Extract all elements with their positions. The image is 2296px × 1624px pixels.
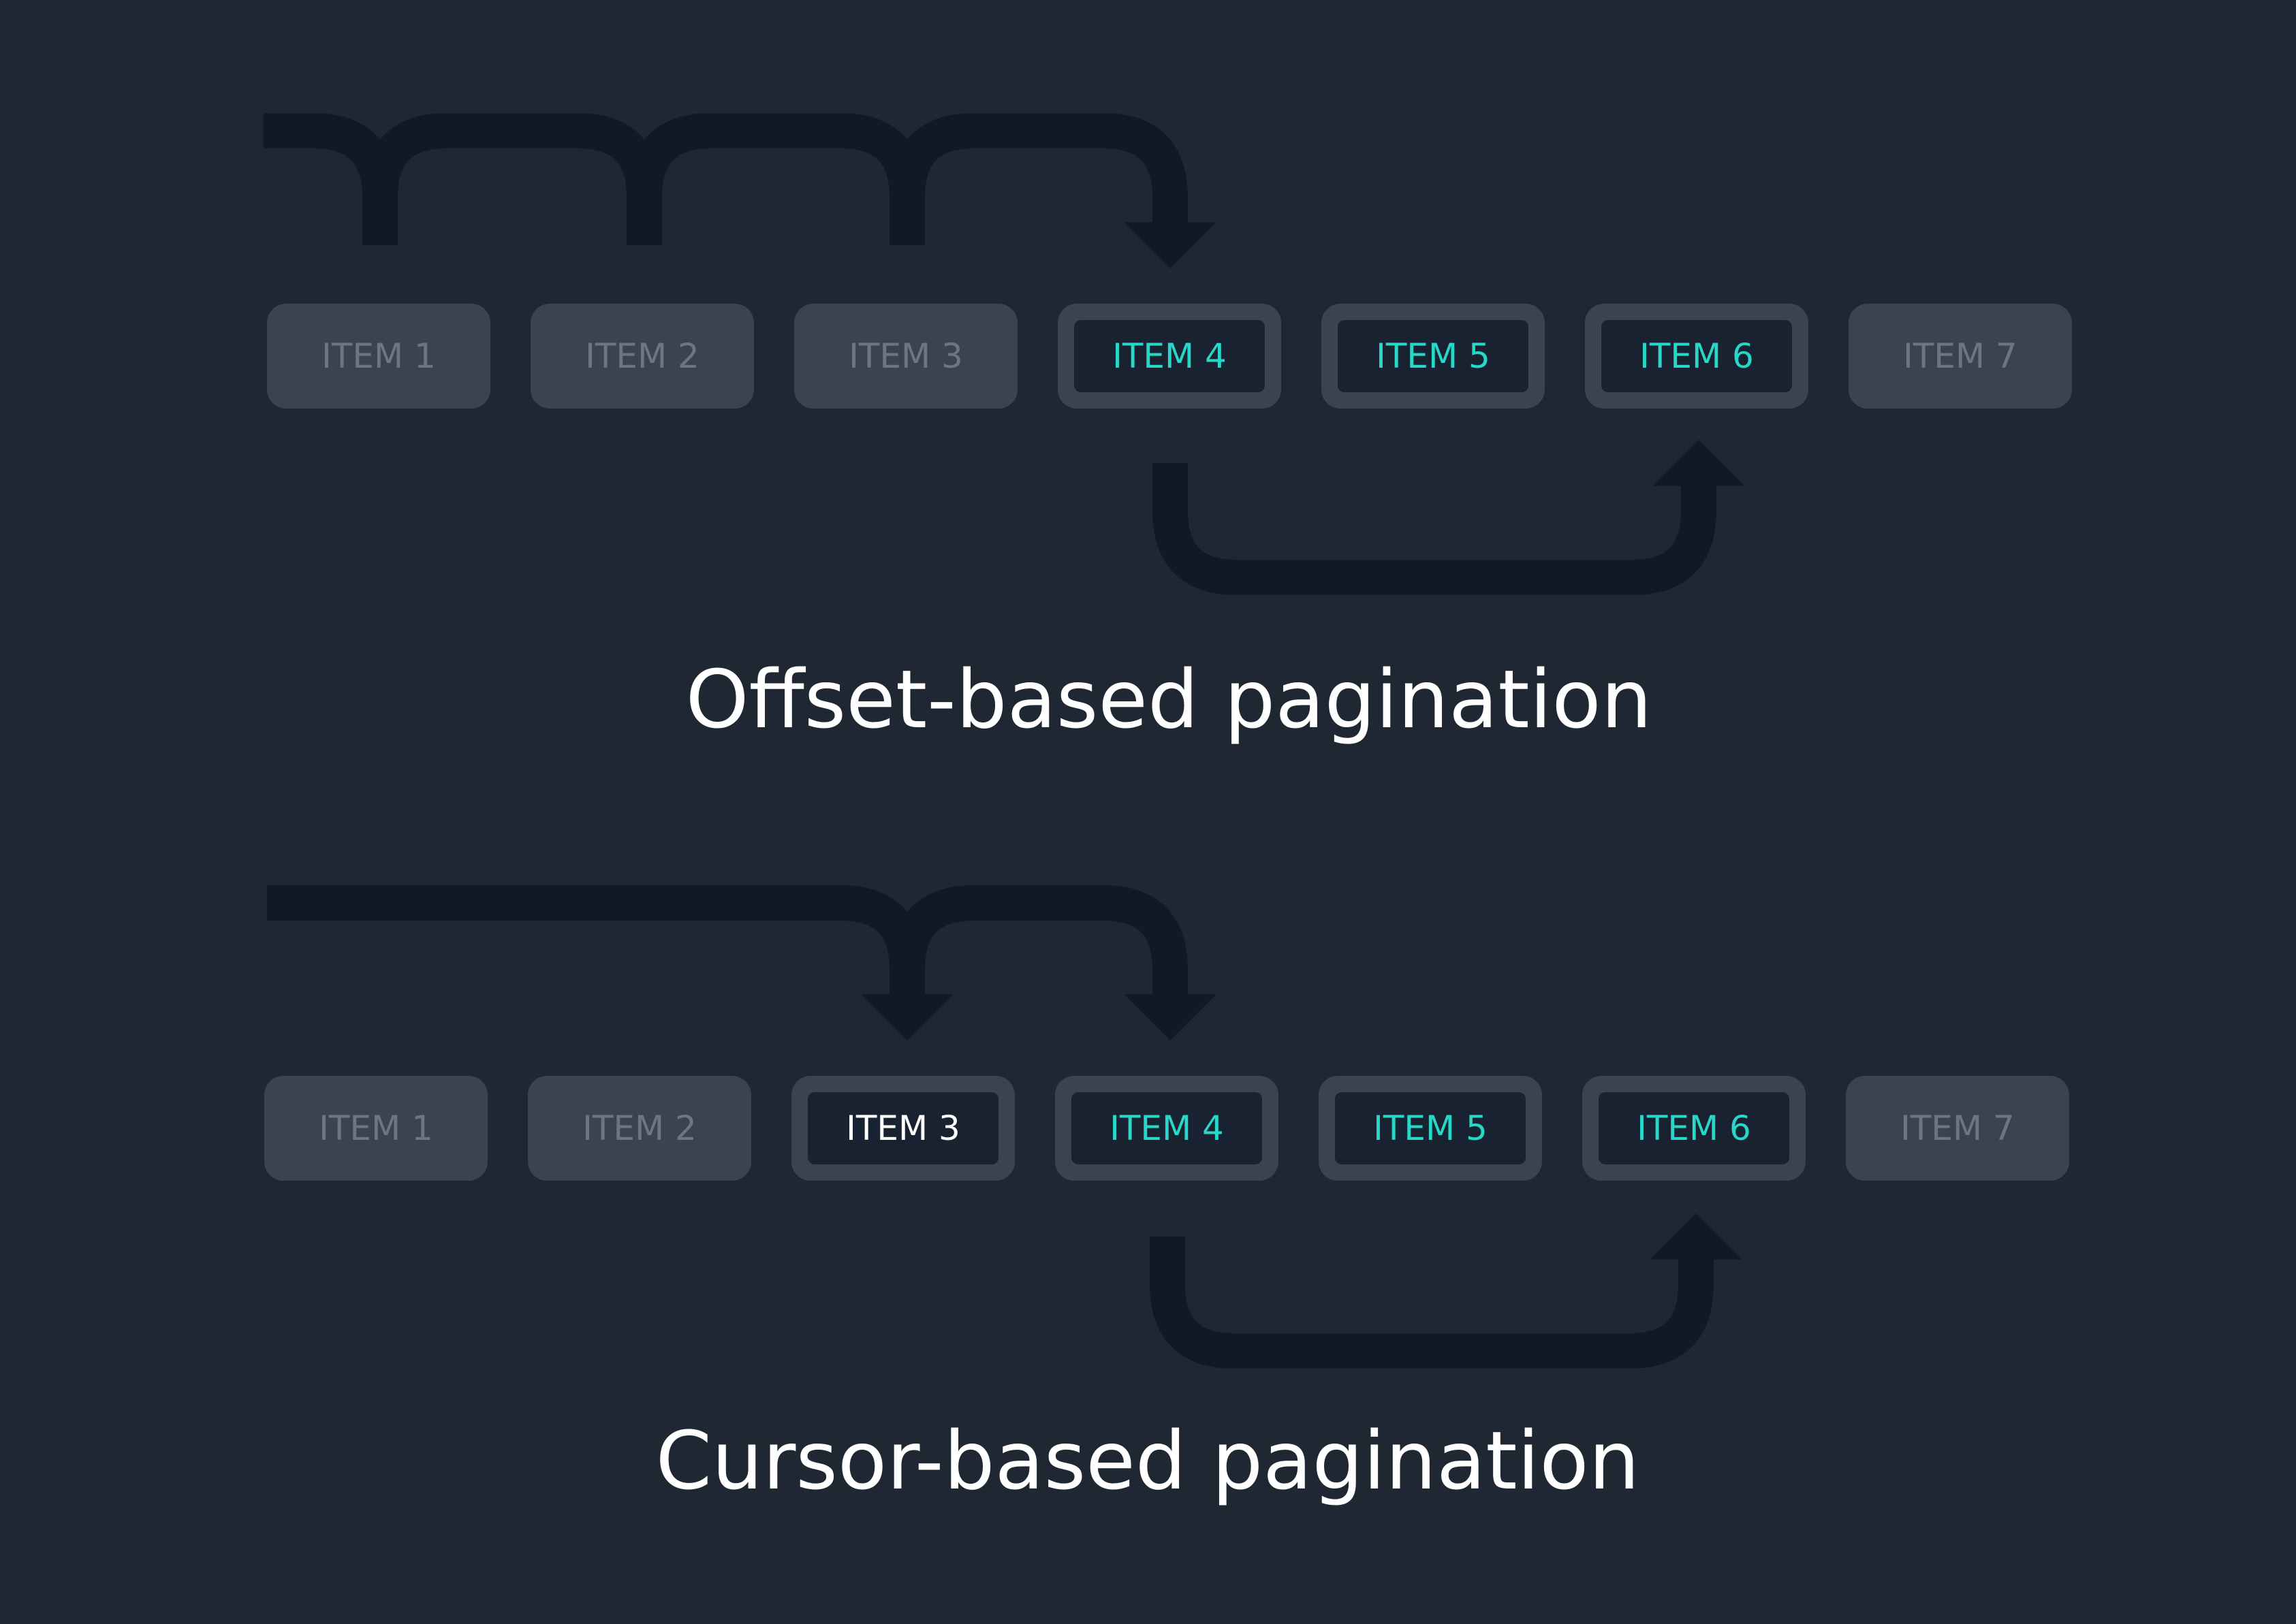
item-box	[531, 304, 754, 409]
item-box-inner	[1601, 320, 1792, 392]
cursor-fetch-arrow	[1150, 1237, 1714, 1369]
item-label: ITEM 3	[849, 336, 963, 376]
offset-caption: Offset-based pagination	[686, 652, 1652, 746]
item-box-inner	[1599, 1092, 1789, 1164]
item-label: ITEM 6	[1637, 1109, 1751, 1148]
offset-fetch-arrow	[1152, 463, 1716, 595]
cursor-caption: Cursor-based pagination	[656, 1414, 1640, 1508]
cursor-skip-arrow	[267, 885, 1188, 997]
item-box-inner	[808, 1092, 998, 1164]
item-box	[264, 1076, 488, 1181]
item-box-inner	[1074, 320, 1265, 392]
item-label: ITEM 4	[1112, 336, 1227, 376]
item-box	[1849, 304, 2072, 409]
item-box-inner	[1338, 320, 1528, 392]
cursor-item-5: ITEM 5	[1319, 1076, 1542, 1181]
cursor-item-2: ITEM 2	[528, 1076, 751, 1181]
item-label: ITEM 3	[846, 1109, 960, 1148]
offset-skip-arrowhead	[1124, 222, 1216, 268]
cursor-item-1: ITEM 1	[264, 1076, 488, 1181]
item-box	[1846, 1076, 2069, 1181]
item-label: ITEM 2	[582, 1109, 697, 1148]
item-box	[267, 304, 490, 409]
item-box-inner	[1335, 1092, 1526, 1164]
cursor-section: ITEM 1 ITEM 2 ITEM 3 ITEM 4 ITEM 5	[264, 885, 2069, 1508]
item-box-inner	[1071, 1092, 1262, 1164]
item-label: ITEM 4	[1110, 1109, 1224, 1148]
cursor-item-7: ITEM 7	[1846, 1076, 2069, 1181]
item-label: ITEM 2	[585, 336, 699, 376]
item-label: ITEM 5	[1376, 336, 1490, 376]
item-label: ITEM 7	[1903, 336, 2017, 376]
item-label: ITEM 6	[1639, 336, 1754, 376]
cursor-fetch-arrowhead	[1650, 1213, 1742, 1260]
item-label: ITEM 1	[319, 1109, 433, 1148]
item-label: ITEM 5	[1373, 1109, 1488, 1148]
offset-item-4: ITEM 4	[1058, 304, 1281, 409]
offset-item-6: ITEM 6	[1585, 304, 1808, 409]
offset-item-3: ITEM 3	[794, 304, 1018, 409]
offset-item-1: ITEM 1	[267, 304, 490, 409]
offset-fetch-arrowhead	[1652, 440, 1745, 486]
cursor-item-4: ITEM 4	[1055, 1076, 1278, 1181]
offset-item-2: ITEM 2	[531, 304, 754, 409]
cursor-item-3: ITEM 3	[791, 1076, 1015, 1181]
cursor-items-row: ITEM 1 ITEM 2 ITEM 3 ITEM 4 ITEM 5	[264, 1076, 2069, 1181]
cursor-skip-arrowhead-2	[1124, 994, 1216, 1040]
offset-item-5: ITEM 5	[1321, 304, 1545, 409]
item-label: ITEM 7	[1900, 1109, 2015, 1148]
item-box	[528, 1076, 751, 1181]
item-label: ITEM 1	[321, 336, 436, 376]
cursor-skip-arrowhead-1	[861, 994, 954, 1040]
offset-skip-arrows	[264, 113, 1188, 245]
offset-section: ITEM 1 ITEM 2 ITEM 3 ITEM 4 ITEM 5	[264, 113, 2072, 746]
offset-item-7: ITEM 7	[1849, 304, 2072, 409]
offset-items-row: ITEM 1 ITEM 2 ITEM 3 ITEM 4 ITEM 5	[267, 304, 2072, 409]
cursor-item-6: ITEM 6	[1582, 1076, 1806, 1181]
item-box	[794, 304, 1018, 409]
offset-skip-arrow-path	[264, 113, 1188, 245]
